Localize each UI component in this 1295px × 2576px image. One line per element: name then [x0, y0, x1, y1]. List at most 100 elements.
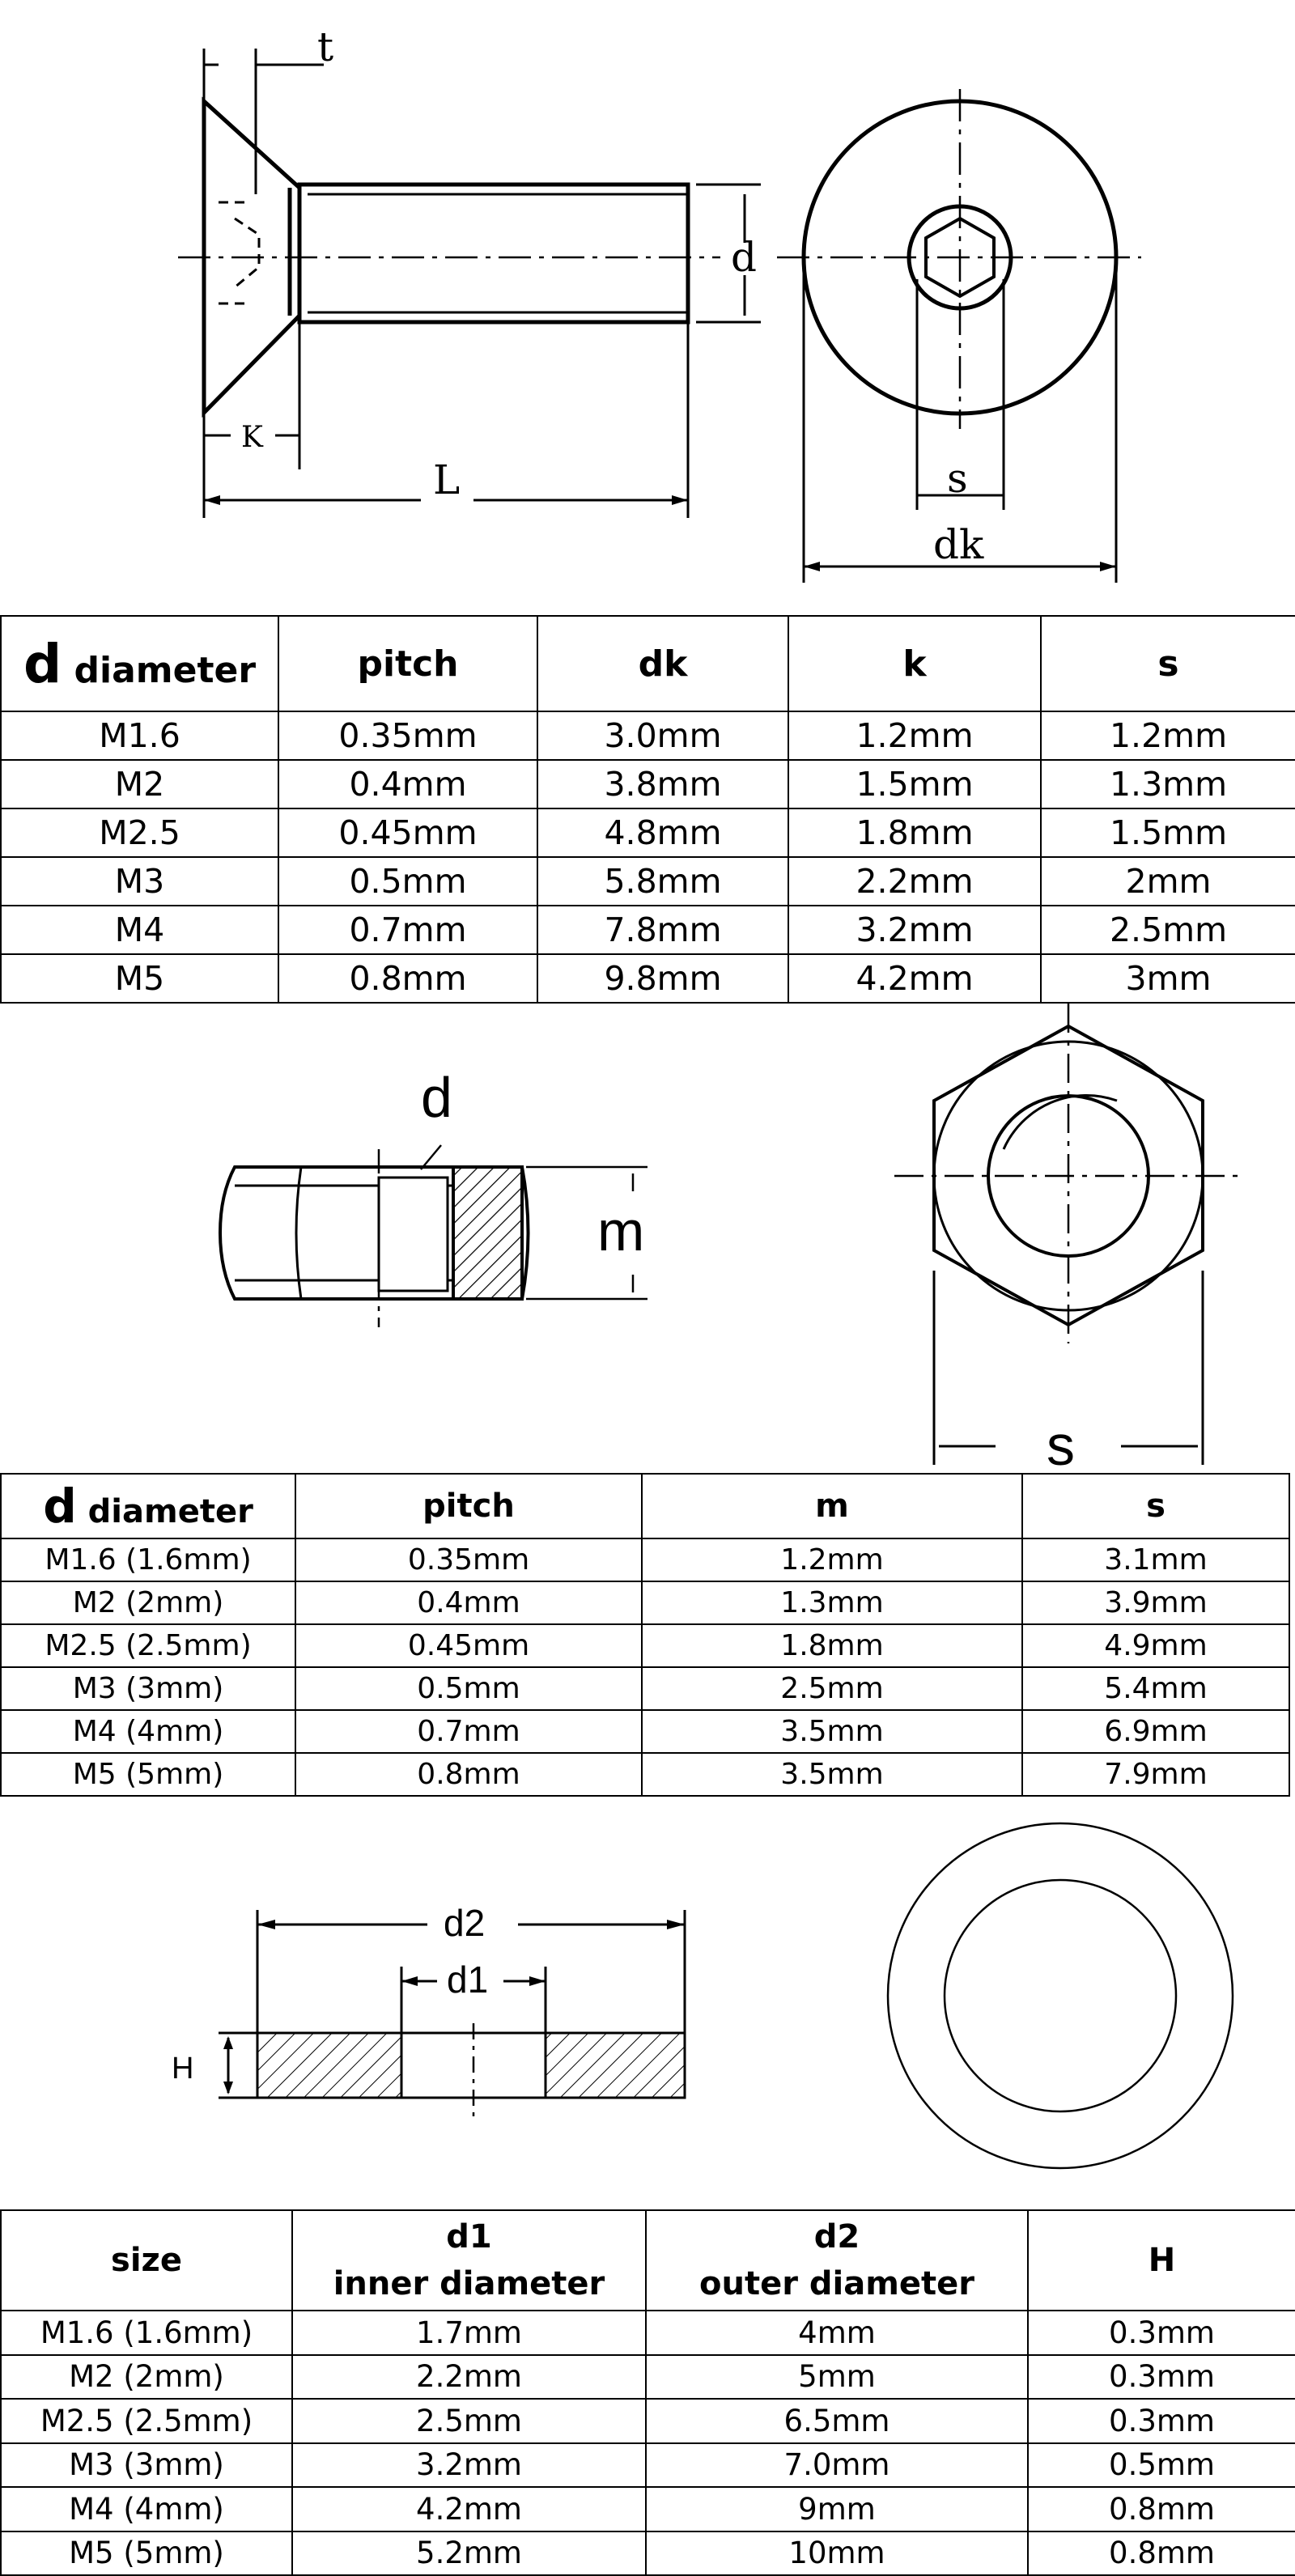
header-h: H — [1027, 2209, 1295, 2311]
cell-h: 0.3mm — [1027, 2353, 1295, 2400]
nut-label-m: m — [597, 1199, 644, 1263]
cell-pitch: 0.35mm — [295, 1538, 643, 1582]
header-m: m — [641, 1473, 1023, 1539]
cell-pitch: 0.8mm — [295, 1752, 643, 1797]
header-pitch: pitch — [295, 1473, 643, 1539]
nut-drawing-svg: d m s — [218, 1004, 1238, 1473]
cell-s: 1.2mm — [1040, 711, 1295, 761]
header-s: s — [1021, 1473, 1290, 1539]
header-d1-bottom: inner diameter — [333, 2265, 605, 2302]
cell-s: 7.9mm — [1021, 1752, 1290, 1797]
washer-label-d2: d2 — [444, 1902, 485, 1944]
cell-size: M1.6 (1.6mm) — [0, 1538, 296, 1582]
cell-s: 5.4mm — [1021, 1666, 1290, 1711]
cell-h: 0.3mm — [1027, 2310, 1295, 2356]
bolt-label-t: t — [317, 23, 333, 70]
cell-dk: 7.8mm — [537, 905, 789, 955]
bolt-drawing-svg: t d K L s dk — [178, 23, 1141, 583]
cell-pitch: 0.7mm — [278, 905, 538, 955]
cell-size: M3 — [0, 856, 279, 906]
cell-size: M4 (4mm) — [0, 1709, 296, 1754]
nut-label-s: s — [1047, 1414, 1075, 1473]
header-d-letter: d — [23, 632, 62, 695]
bolt-label-s: s — [947, 455, 968, 502]
cell-s: 1.3mm — [1040, 759, 1295, 809]
header-d-word: diameter — [74, 649, 257, 691]
header-dk: dk — [537, 615, 789, 712]
cell-m: 1.2mm — [641, 1538, 1023, 1582]
header-s: s — [1040, 615, 1295, 712]
cell-k: 1.5mm — [788, 759, 1042, 809]
cell-d1: 2.2mm — [291, 2353, 647, 2400]
header-d1-top: d1 — [446, 2218, 492, 2256]
cell-s: 3.9mm — [1021, 1581, 1290, 1625]
bolt-label-k: K — [241, 421, 264, 454]
cell-s: 2.5mm — [1040, 905, 1295, 955]
cell-size: M4 — [0, 905, 279, 955]
cell-size: M2 (2mm) — [0, 1581, 296, 1625]
cell-d2: 6.5mm — [645, 2398, 1029, 2444]
cell-s: 3.1mm — [1021, 1538, 1290, 1582]
cell-size: M2.5 (2.5mm) — [0, 1623, 296, 1668]
cell-size: M5 (5mm) — [0, 1752, 296, 1797]
cell-d2: 7.0mm — [645, 2442, 1029, 2488]
cell-pitch: 0.35mm — [278, 711, 538, 761]
cell-pitch: 0.45mm — [295, 1623, 643, 1668]
cell-d2: 9mm — [645, 2486, 1029, 2532]
cell-s: 2mm — [1040, 856, 1295, 906]
washer-label-h: H — [172, 2052, 193, 2086]
table-header-row: size d1 inner diameter d2 outer diameter H — [0, 2209, 1295, 2311]
cell-s: 1.5mm — [1040, 808, 1295, 858]
header-d2-bottom: outer diameter — [699, 2265, 974, 2302]
washer-spec-table: size d1 inner diameter d2 outer diameter H… — [0, 2209, 1295, 2576]
header-d1: d1 inner diameter — [291, 2209, 647, 2311]
nut-drawing: d m s — [0, 1004, 1295, 1473]
cell-d1: 1.7mm — [291, 2310, 647, 2356]
header-d-letter: d — [43, 1479, 77, 1534]
cell-pitch: 0.4mm — [278, 759, 538, 809]
cell-size: M5 — [0, 953, 279, 1004]
cell-size: M5 (5mm) — [0, 2530, 293, 2576]
cell-k: 4.2mm — [788, 953, 1042, 1004]
cell-m: 1.3mm — [641, 1581, 1023, 1625]
cell-h: 0.8mm — [1027, 2530, 1295, 2576]
cell-pitch: 0.4mm — [295, 1581, 643, 1625]
cell-m: 3.5mm — [641, 1752, 1023, 1797]
cell-s: 4.9mm — [1021, 1623, 1290, 1668]
washer-drawing-svg: d2 d1 H — [172, 1822, 1234, 2170]
cell-size: M2 — [0, 759, 279, 809]
table-header-row: d diameter pitch m s — [0, 1473, 1290, 1539]
header-d2-top: d2 — [813, 2218, 860, 2256]
nut-label-d: d — [421, 1066, 452, 1129]
cell-h: 0.8mm — [1027, 2486, 1295, 2532]
header-diameter: d diameter — [0, 615, 279, 712]
cell-k: 2.2mm — [788, 856, 1042, 906]
bolt-shank-outline — [297, 182, 690, 325]
cell-size: M3 (3mm) — [0, 1666, 296, 1711]
cell-s: 3mm — [1040, 953, 1295, 1004]
header-size: size — [0, 2209, 293, 2311]
cell-dk: 3.0mm — [537, 711, 789, 761]
cell-size: M4 (4mm) — [0, 2486, 293, 2532]
cell-m: 3.5mm — [641, 1709, 1023, 1754]
cell-size: M2.5 (2.5mm) — [0, 2398, 293, 2444]
cell-size: M3 (3mm) — [0, 2442, 293, 2488]
bolt-label-d: d — [731, 234, 757, 281]
bolt-label-l: L — [433, 456, 460, 503]
cell-dk: 4.8mm — [537, 808, 789, 858]
bolt-drawing: t d K L s dk — [0, 0, 1295, 615]
cell-pitch: 0.5mm — [278, 856, 538, 906]
cell-pitch: 0.8mm — [278, 953, 538, 1004]
